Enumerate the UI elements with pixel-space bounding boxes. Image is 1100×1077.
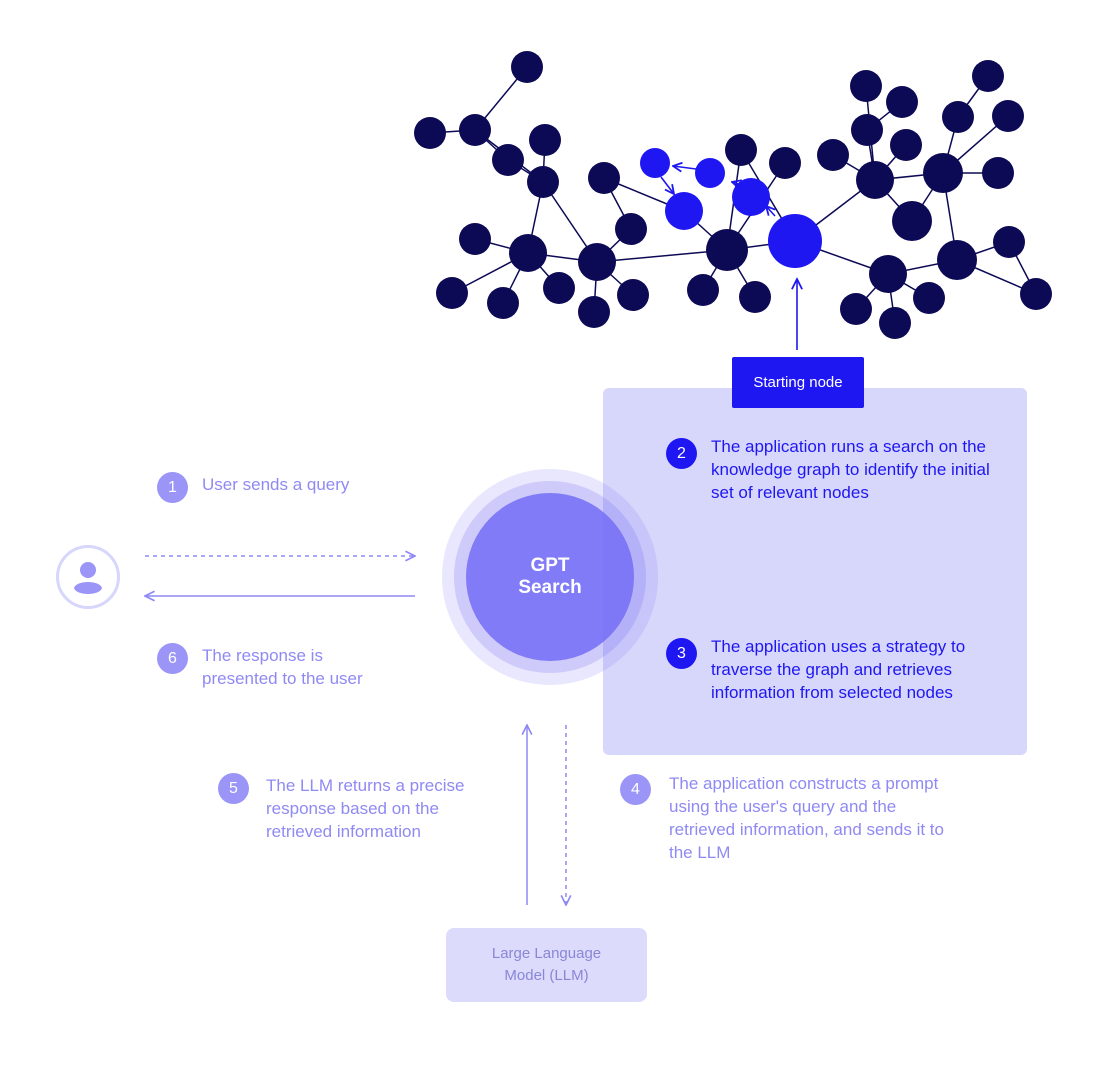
graph-node [414,117,446,149]
graph-selected-node [665,192,703,230]
graph-node [459,223,491,255]
graph-node [886,86,918,118]
graph-node [769,147,801,179]
graph-edge [596,249,728,263]
graph-node [739,281,771,313]
step-5-badge: 5 [218,773,249,804]
step-6-text: The response is presented to the user [202,646,363,688]
graph-node [436,277,468,309]
graph-node [529,124,561,156]
graph-node [543,272,575,304]
graph-node [937,240,977,280]
graph-node [492,144,524,176]
knowledge-graph [414,51,1052,339]
step-3-badge: 3 [666,638,697,669]
graph-node [856,161,894,199]
user-icon [56,545,120,609]
graph-node [890,129,922,161]
step-6: 6 The response is presented to the user [157,643,417,690]
graph-node [706,229,748,271]
gpt-search-hub: GPT Search [466,493,634,661]
graph-node [913,282,945,314]
graph-selected-node [695,158,725,188]
graph-node [851,114,883,146]
traversal-arrow [660,176,674,194]
step-6-badge: 6 [157,643,188,674]
graph-node [615,213,647,245]
graph-node [511,51,543,83]
graph-node [509,234,547,272]
step-4-text: The application constructs a prompt usin… [669,774,944,862]
llm-box: Large Language Model (LLM) [446,928,647,1002]
step-1-badge: 1 [157,472,188,503]
graph-node [578,296,610,328]
step-2-text: The application runs a search on the kno… [711,437,990,502]
graph-starting-node [768,214,822,268]
graph-node [459,114,491,146]
graph-node [487,287,519,319]
step-5-text: The LLM returns a precise response based… [266,776,465,841]
graph-node [578,243,616,281]
graph-node [527,166,559,198]
graph-node [923,153,963,193]
llm-line-2: Model (LLM) [504,967,589,984]
graph-node [817,139,849,171]
step-5: 5 The LLM returns a precise response bas… [218,773,518,843]
graph-selected-node [640,148,670,178]
graph-node [972,60,1004,92]
llm-line-1: Large Language [491,945,602,962]
step-1-text: User sends a query [202,475,350,494]
graph-node [982,157,1014,189]
traversal-arrow [673,166,697,169]
graph-node [879,307,911,339]
graph-node [850,70,882,102]
graph-node [687,274,719,306]
step-4-badge: 4 [620,774,651,805]
graph-node [725,134,757,166]
graph-node [992,100,1024,132]
hub-line-2: Search [518,577,582,598]
step-4: 4 The application constructs a prompt us… [620,774,960,864]
graph-node [993,226,1025,258]
step-3: 3 The application uses a strategy to tra… [666,637,1006,704]
step-2: 2 The application runs a search on the k… [666,437,996,504]
graph-node [869,255,907,293]
graph-node [840,293,872,325]
graph-node [892,201,932,241]
step-2-badge: 2 [666,438,697,469]
hub-line-1: GPT [530,555,570,576]
step-1: 1 User sends a query [157,472,437,503]
starting-node-text: Starting node [753,374,843,391]
graph-node [588,162,620,194]
graph-node [617,279,649,311]
traversal-arrow [766,206,775,217]
graph-node [1020,278,1052,310]
traversal-arrow [732,182,743,185]
graph-node [942,101,974,133]
step-3-text: The application uses a strategy to trave… [711,637,966,702]
starting-node-label: Starting node [732,357,864,408]
